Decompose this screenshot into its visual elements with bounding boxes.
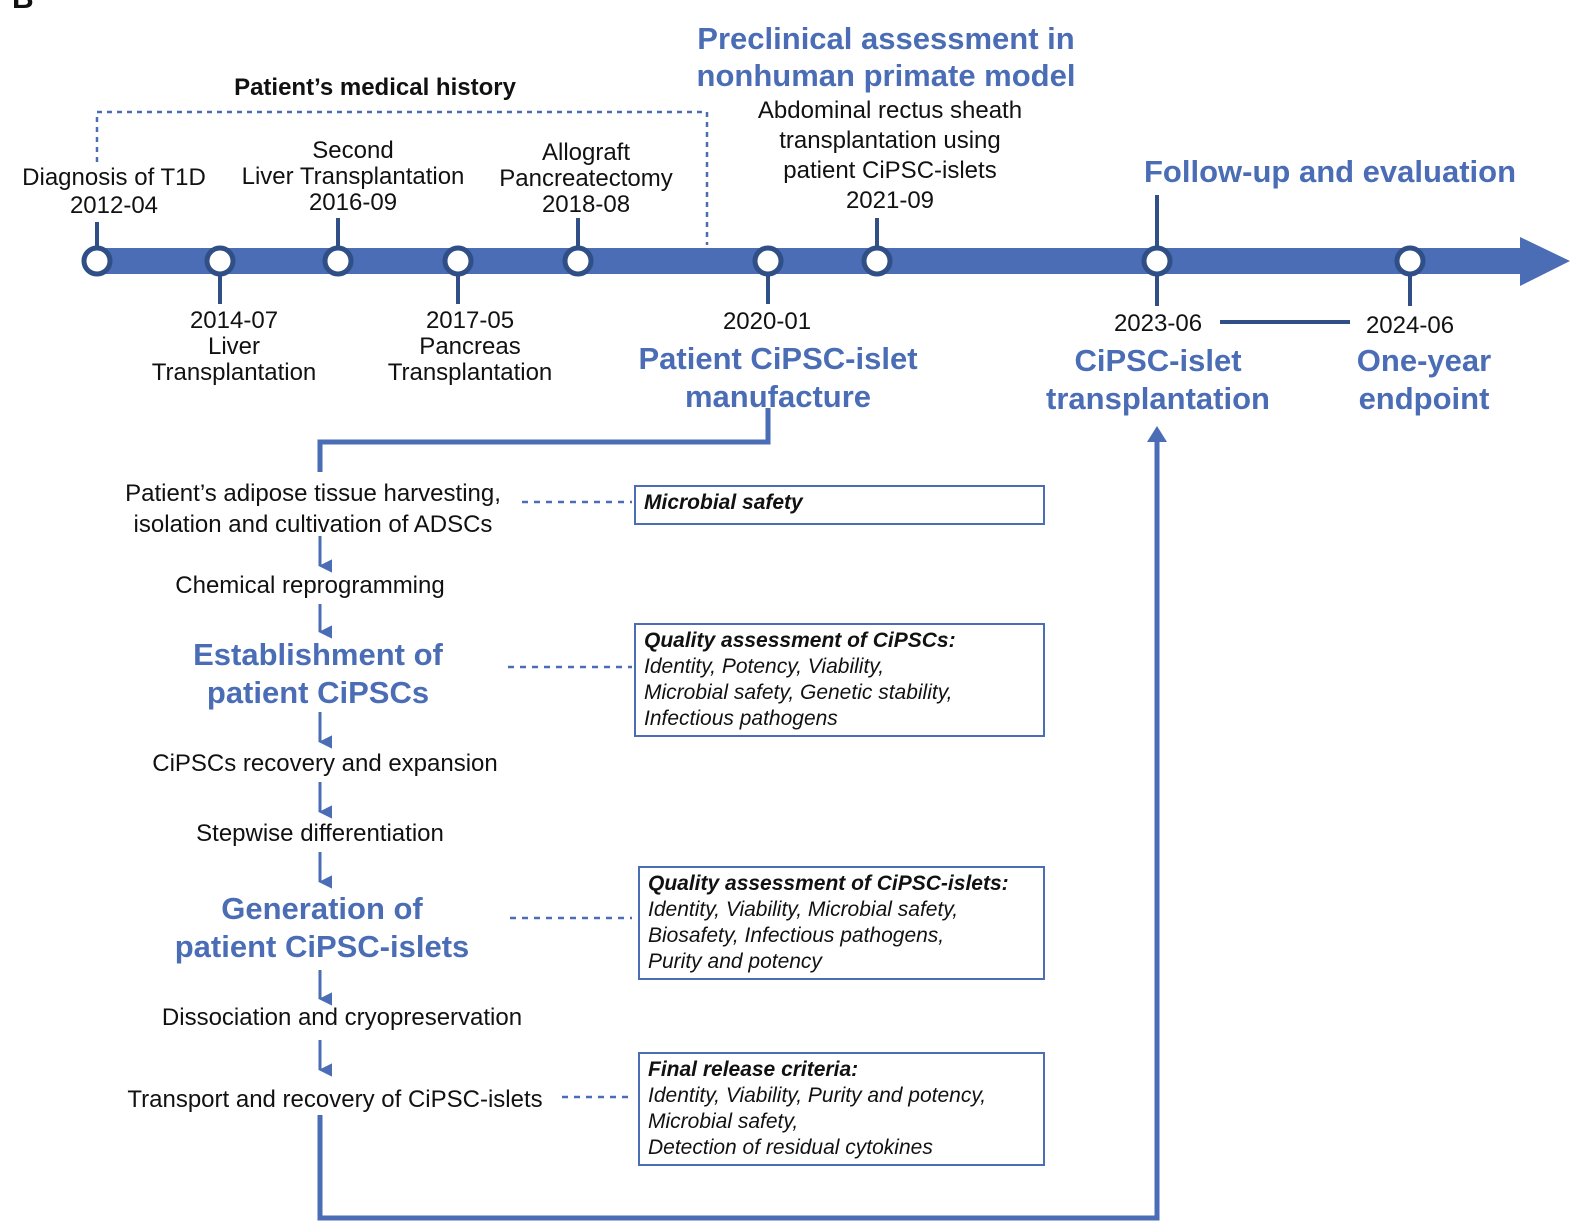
timeline-node (81, 245, 113, 277)
timeline-node (562, 245, 594, 277)
step-line: patient CiPSCs (206, 675, 430, 710)
timeline-arrowhead (1520, 237, 1570, 286)
qbox-header: Microbial safety (644, 491, 803, 514)
timeline-bar (96, 248, 1526, 274)
desc-line: transplantation using (779, 127, 1001, 154)
qbox-connectors (508, 500, 632, 1099)
step-stepwise-differentiation: Stepwise differentiation (196, 820, 444, 847)
event-date: 2012-04 (69, 192, 159, 219)
qbox-header: Quality assessment of CiPSC-islets: (648, 872, 1009, 895)
timeline-node (1394, 245, 1426, 277)
event-line: Second (312, 137, 394, 164)
endpoint-date: 2024-06 (1365, 312, 1455, 339)
timeline-node (861, 245, 893, 277)
endpoint-title: One-year endpoint (1357, 342, 1491, 418)
qbox-line: Identity, Viability, Microbial safety, (648, 898, 959, 921)
step-line: Generation of (221, 891, 423, 926)
title-line: nonhuman primate model (696, 58, 1076, 93)
event-line: Diagnosis of T1D (22, 164, 206, 191)
event-line: Pancreatectomy (499, 165, 673, 192)
timeline-node (322, 245, 354, 277)
step-chemical-reprogramming: Chemical reprogramming (175, 572, 445, 599)
history-bracket (95, 110, 709, 245)
qbox-line: Microbial safety, (648, 1110, 799, 1133)
transplantation-date: 2023-06 (1113, 310, 1203, 337)
event-pancreas-transplantation: 2017-05 Pancreas Transplantation (388, 308, 553, 386)
qbox-line: Identity, Potency, Viability, (644, 655, 885, 678)
timeline-node (752, 245, 784, 277)
qbox-final-release: Final release criteria: Identity, Viabil… (638, 1052, 1045, 1166)
timeline-stems (95, 195, 1412, 324)
desc-line: Abdominal rectus sheath (757, 97, 1023, 124)
title-line: CiPSC-islet (1074, 343, 1242, 378)
event-allograft-pancreatectomy: Allograft Pancreatectomy 2018-08 (499, 140, 672, 218)
return-loop-arrowhead (1147, 426, 1167, 442)
event-date: 2017-05 (425, 307, 515, 334)
title-line: endpoint (1358, 381, 1490, 416)
timeline-node (442, 245, 474, 277)
qbox-line: Purity and potency (648, 950, 822, 973)
qbox-line: Microbial safety, Genetic stability, (644, 681, 953, 704)
event-date: 2018-08 (541, 191, 631, 218)
step-line: Establishment of (193, 637, 443, 672)
transplantation-title: CiPSC-islet transplantation (1046, 342, 1270, 418)
event-line: Pancreas (419, 333, 521, 360)
qbox-line: Biosafety, Infectious pathogens, (648, 924, 945, 947)
event-second-liver-transplantation: Second Liver Transplantation 2016-09 (242, 138, 465, 216)
step-adipose-harvest: Patient’s adipose tissue harvesting, iso… (125, 478, 501, 540)
preclinical-title: Preclinical assessment in nonhuman prima… (697, 20, 1076, 94)
qbox-microbial-safety: Microbial safety (634, 485, 1045, 525)
qbox-header: Final release criteria: (648, 1058, 859, 1081)
followup-title: Follow-up and evaluation (1144, 154, 1516, 189)
manufacture-connector (317, 408, 771, 472)
event-diagnosis: Diagnosis of T1D 2012-04 (22, 164, 206, 220)
qbox-line: Identity, Viability, Purity and potency, (648, 1084, 987, 1107)
event-line: Transplantation (387, 359, 553, 386)
event-line: Allograft (541, 139, 631, 166)
step-line: Patient’s adipose tissue harvesting, (125, 480, 501, 507)
return-loop (317, 440, 1160, 1221)
history-label: Patient’s medical history (234, 74, 516, 101)
title-line: manufacture (684, 379, 872, 414)
step-transport: Transport and recovery of CiPSC-islets (127, 1086, 543, 1113)
event-date: 2014-07 (189, 307, 279, 334)
qbox-cipscs: Quality assessment of CiPSCs: Identity, … (634, 623, 1045, 737)
event-line: Transplantation (151, 359, 317, 386)
step-dissociation: Dissociation and cryopreservation (161, 1004, 523, 1031)
event-liver-transplantation: 2014-07 Liver Transplantation (152, 308, 317, 386)
title-line: transplantation (1046, 381, 1270, 416)
timeline-node (204, 245, 236, 277)
step-recovery-expansion: CiPSCs recovery and expansion (152, 750, 498, 777)
step-line: patient CiPSC-islets (174, 929, 470, 964)
event-line: Liver Transplantation (241, 163, 465, 190)
manufacture-date: 2020-01 (722, 308, 812, 335)
step-establishment: Establishment of patient CiPSCs (193, 636, 443, 712)
qbox-header: Quality assessment of CiPSCs: (644, 629, 956, 652)
qbox-cipsc-islets: Quality assessment of CiPSC-islets: Iden… (638, 866, 1045, 980)
step-generation: Generation of patient CiPSC-islets (175, 890, 470, 966)
desc-line: patient CiPSC-islets (783, 157, 997, 184)
event-date: 2021-09 (845, 187, 935, 214)
manufacture-title: Patient CiPSC-islet manufacture (638, 340, 917, 416)
title-line: Preclinical assessment in (697, 21, 1075, 56)
event-date: 2016-09 (308, 189, 398, 216)
qbox-line: Infectious pathogens (644, 707, 838, 730)
panel-label: B (12, 0, 34, 16)
event-line: Liver (207, 333, 261, 360)
timeline-node (1141, 245, 1173, 277)
title-line: Patient CiPSC-islet (638, 341, 918, 376)
qbox-line: Detection of residual cytokines (648, 1136, 933, 1159)
preclinical-description: Abdominal rectus sheath transplantation … (758, 96, 1022, 216)
title-line: One-year (1356, 343, 1492, 378)
step-line: isolation and cultivation of ADSCs (133, 511, 493, 538)
